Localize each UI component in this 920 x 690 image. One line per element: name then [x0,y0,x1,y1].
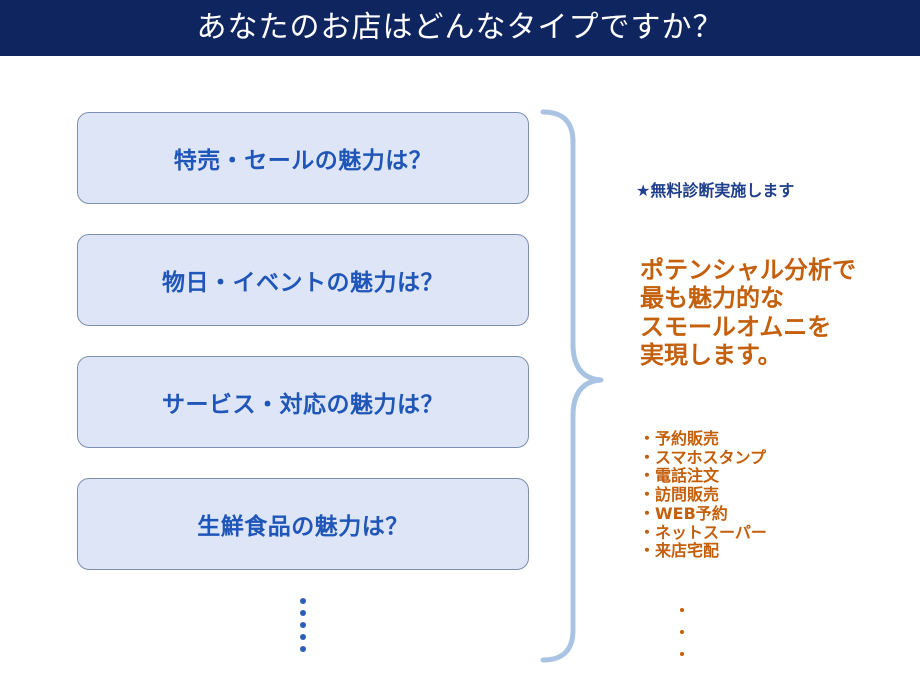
service-item: ・スマホスタンプ [639,447,767,467]
continuation-dot [680,630,684,634]
continuation-dot [680,608,684,612]
grouping-brace [540,109,604,663]
slide-title: あなたのお店はどんなタイプですか？ [196,10,724,45]
service-item: ・WEB予約 [639,503,728,523]
option-label: サービス・対応の魅力は？ [162,392,444,418]
service-item: ・電話注文 [639,466,720,486]
service-item: ・来店宅配 [639,541,720,561]
continuation-dot [300,646,306,652]
option-label: 物日・イベントの魅力は？ [162,270,444,296]
service-list: ・予約販売 ・スマホスタンプ ・電話注文 ・訪問販売 ・WEB予約 ・ネットスー… [639,429,767,561]
service-item: ・予約販売 [639,429,720,448]
option-card-sales: 特売・セールの魅力は？ [77,112,529,204]
option-card-fresh-food: 生鮮食品の魅力は？ [77,478,529,570]
service-item: ・訪問販売 [639,485,720,505]
headline-line: ポテンシャル分析で [640,256,856,284]
option-card-events: 物日・イベントの魅力は？ [77,234,529,326]
headline-line: 実現します。 [640,340,782,369]
title-bar: あなたのお店はどんなタイプですか？ [0,0,920,56]
option-label: 特売・セールの魅力は？ [173,148,433,174]
headline: ポテンシャル分析で 最も魅力的な スモールオムニを 実現します。 [640,256,856,369]
continuation-dot [300,634,306,640]
option-label: 生鮮食品の魅力は？ [197,514,409,540]
option-card-service: サービス・対応の魅力は？ [77,356,529,448]
headline-line: スモールオムニを [640,312,832,341]
continuation-dots [300,598,308,654]
continuation-dot [680,652,684,656]
service-list-continuation [680,598,690,668]
free-diagnosis-note: ★無料診断実施します [636,181,795,200]
continuation-dot [300,598,306,604]
continuation-dot [300,610,306,616]
service-item: ・ネットスーパー [639,522,767,542]
headline-line: 最も魅力的な [640,284,784,313]
continuation-dot [300,622,306,628]
